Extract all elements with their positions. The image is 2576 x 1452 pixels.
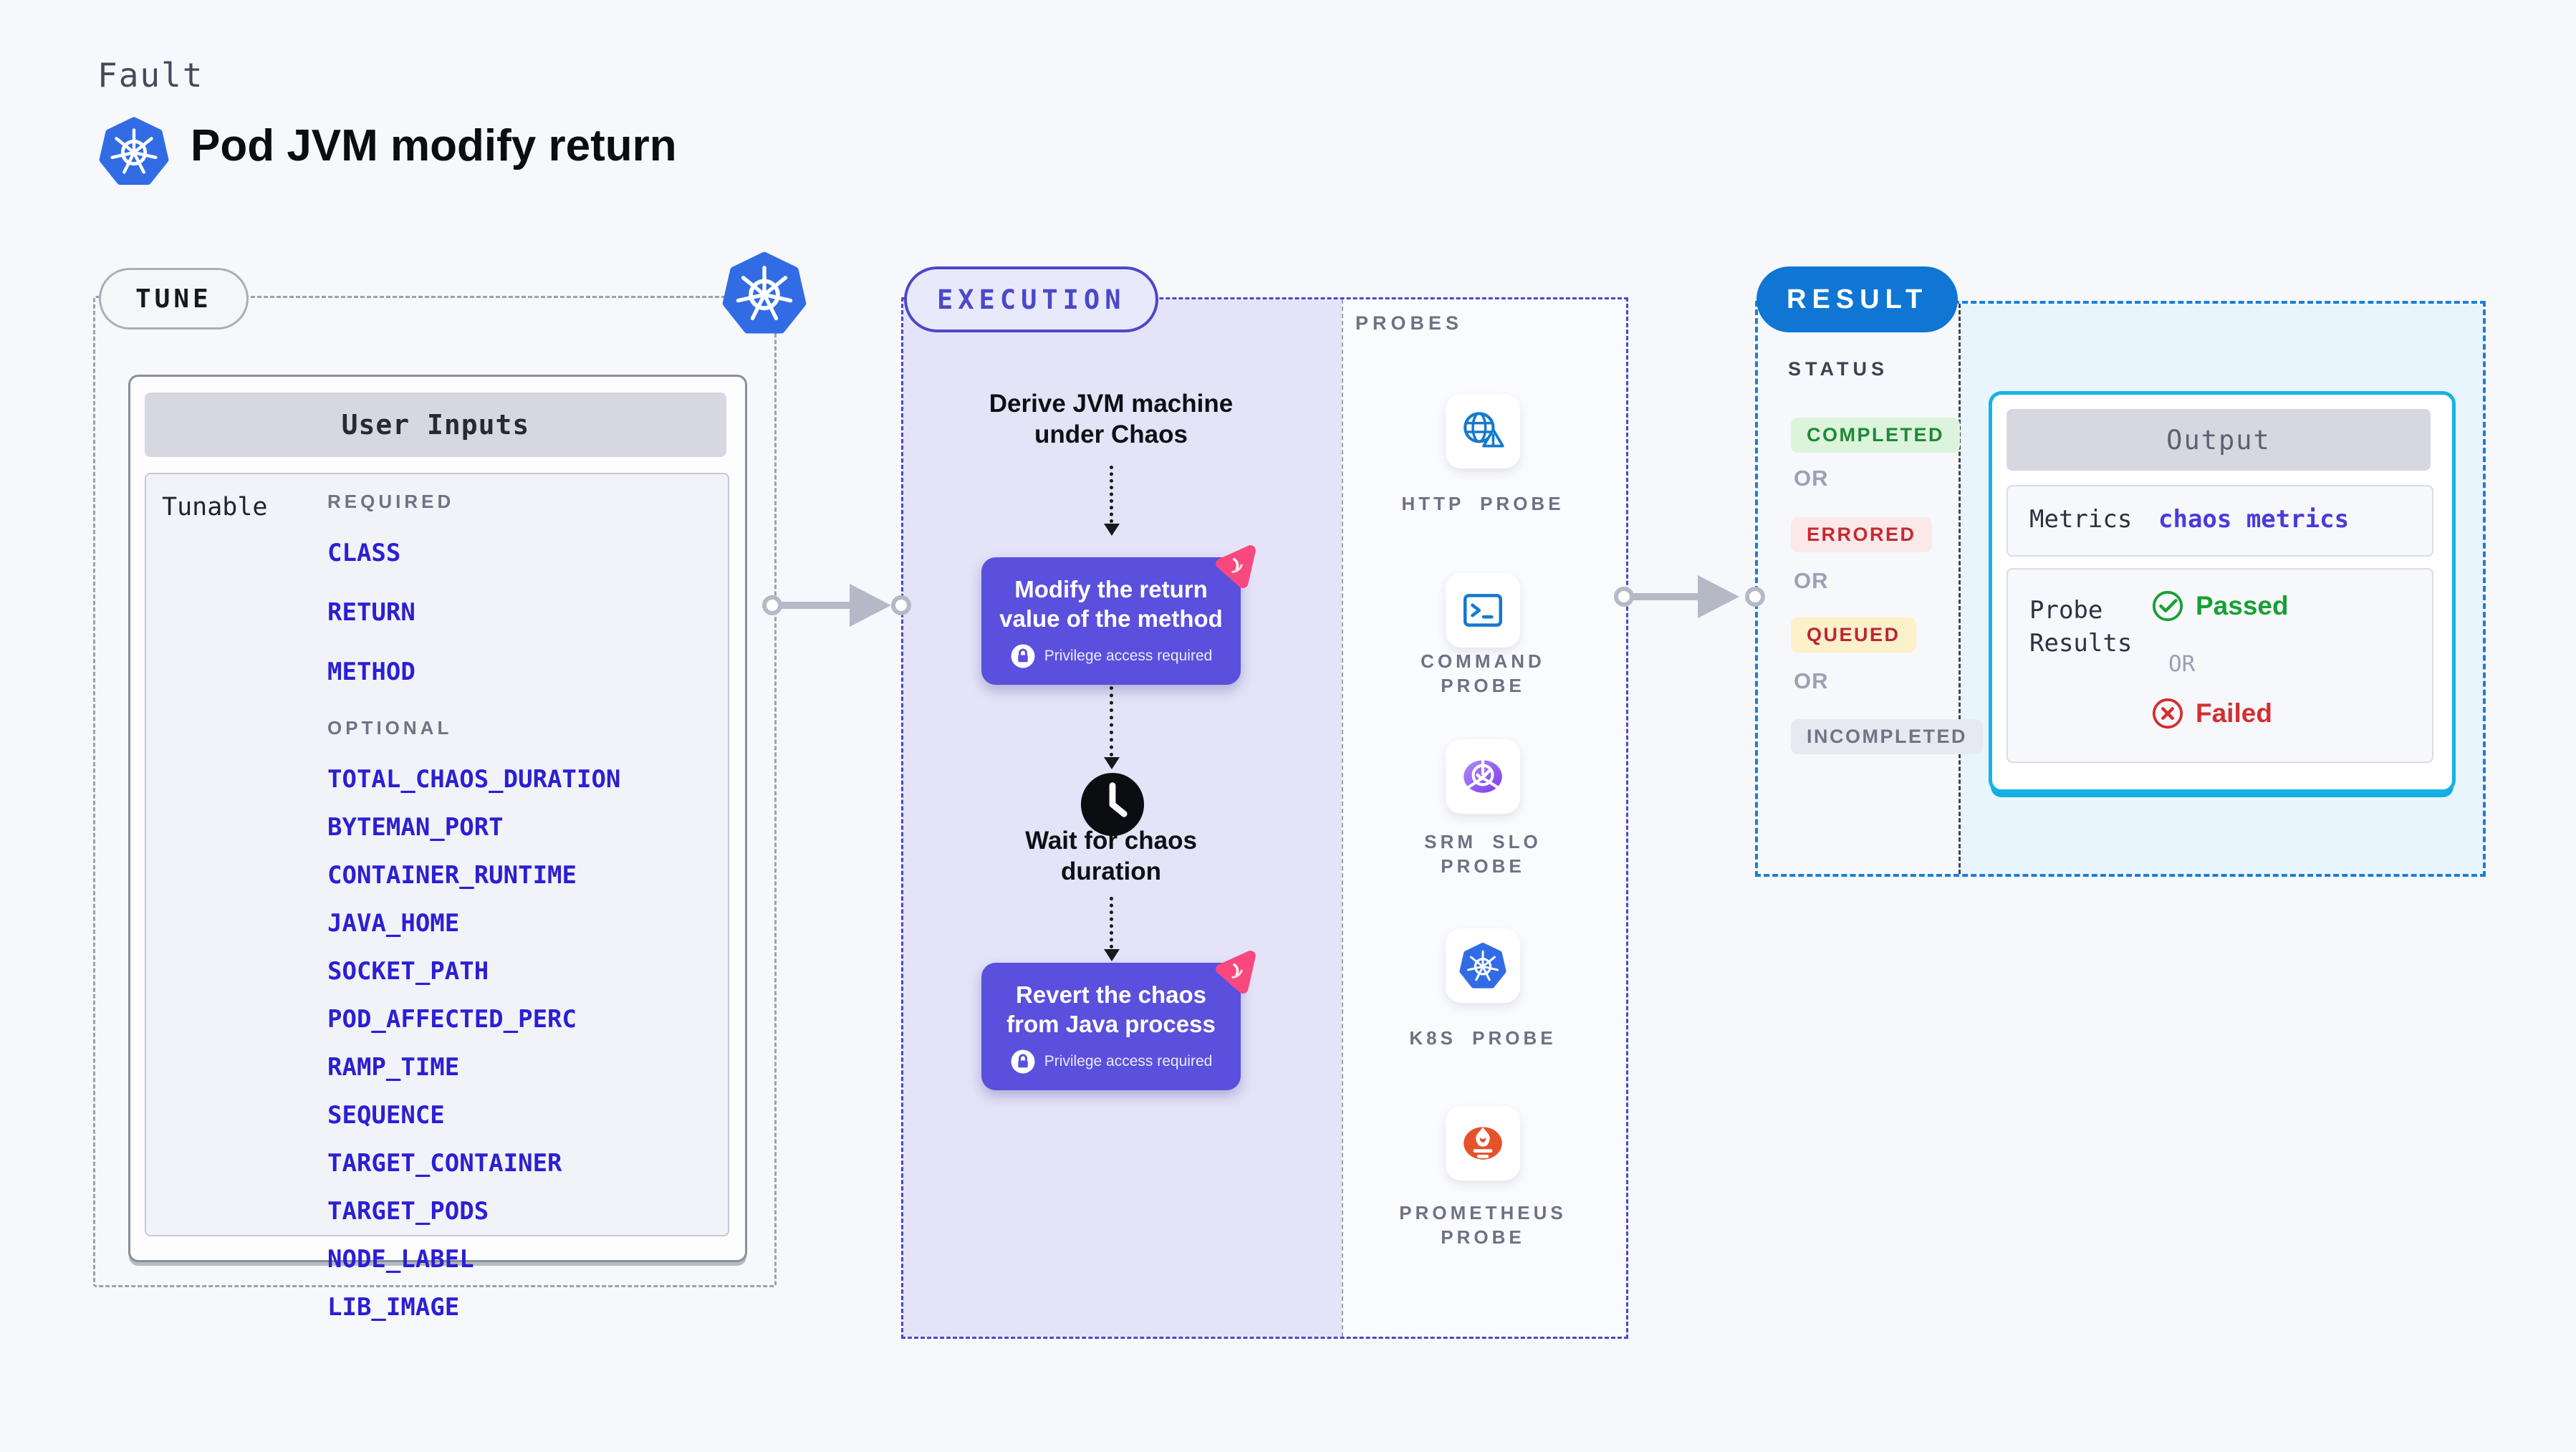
execution-pill: EXECUTION	[904, 266, 1159, 332]
k8s-probe-card[interactable]	[1446, 928, 1520, 1003]
connector-dot	[762, 595, 782, 615]
status-column-label: STATUS	[1788, 358, 1888, 380]
flow-down-arrow	[1104, 466, 1120, 536]
tunable-field: REQUIRED	[327, 491, 455, 512]
chaos-corner-icon	[1212, 542, 1259, 589]
metrics-label: Metrics	[2029, 505, 2133, 534]
execution-to-result-arrow	[1630, 593, 1699, 600]
tunable-field[interactable]: POD_AFFECTED_PERC	[327, 1005, 577, 1034]
http-probe-icon	[1459, 408, 1506, 455]
x-circle-icon	[2151, 697, 2184, 730]
page-title: Pod JVM modify return	[191, 121, 677, 170]
wait-duration-step: Wait for chaos duration	[1025, 827, 1197, 885]
failed-label: Failed	[2196, 698, 2272, 728]
tunable-field[interactable]: TARGET_PODS	[327, 1197, 489, 1226]
tunable-field[interactable]: SEQUENCE	[327, 1101, 445, 1130]
probe-results-label: Probe Results	[2029, 596, 2133, 658]
command-probe-label: COMMAND PROBE	[1421, 650, 1545, 696]
or-separator: OR	[1794, 668, 1829, 693]
tunable-field[interactable]: JAVA_HOME	[327, 909, 460, 938]
command-probe-card[interactable]	[1446, 573, 1520, 648]
or-separator: OR	[2168, 651, 2196, 677]
or-separator: OR	[1794, 568, 1829, 593]
user-inputs-title: User Inputs	[145, 393, 726, 457]
tunable-field: OPTIONAL	[327, 717, 453, 739]
metrics-value: chaos metrics	[2158, 505, 2350, 534]
srm-slo-probe-label: SRM SLO PROBE	[1424, 831, 1542, 877]
status-badge-errored: ERRORED	[1791, 517, 1932, 552]
http-probe-card[interactable]	[1446, 394, 1520, 468]
result-divider	[1959, 304, 1961, 874]
tune-section-box	[93, 296, 777, 1287]
tune-pill: TUNE	[99, 268, 249, 330]
kubernetes-icon	[99, 115, 169, 188]
status-badge-incompleted: INCOMPLETED	[1791, 719, 1984, 754]
check-circle-icon	[2151, 590, 2184, 622]
privilege-text: Privilege access required	[1044, 648, 1213, 664]
command-probe-icon	[1459, 587, 1506, 634]
prometheus-probe-label: PROMETHEUS PROBE	[1399, 1202, 1567, 1248]
connector-dot	[1745, 587, 1765, 607]
user-inputs-card: User Inputs Tunable REQUIRED CLASS RETUR…	[128, 375, 747, 1322]
tunable-field[interactable]: SOCKET_PATH	[327, 957, 489, 986]
modify-return-label: Modify the return value of the method	[999, 576, 1223, 632]
tunable-field[interactable]: TOTAL_CHAOS_DURATION	[327, 765, 621, 794]
user-inputs-panel: Tunable REQUIRED CLASS RETURN METHOD OPT…	[145, 473, 729, 1322]
failed-verdict: Failed	[2151, 697, 2272, 730]
flow-down-arrow	[1104, 897, 1120, 961]
privilege-badge: Privilege access required	[993, 1049, 1229, 1074]
tunable-field[interactable]: CONTAINER_RUNTIME	[327, 861, 577, 890]
result-pill: RESULT	[1756, 266, 1959, 332]
tunable-field[interactable]: RETURN	[327, 598, 415, 627]
fault-kicker: Fault	[97, 56, 204, 95]
revert-chaos-button[interactable]: Revert the chaos from Java process Privi…	[981, 963, 1241, 1090]
lock-icon	[1010, 643, 1036, 669]
tunable-field[interactable]: NODE_LABEL	[327, 1245, 474, 1274]
tunable-label: Tunable	[162, 493, 268, 521]
tunable-fields-list: REQUIRED CLASS RETURN METHOD OPTIONAL TO…	[327, 491, 620, 1341]
metrics-row: Metrics chaos metrics	[2007, 485, 2433, 557]
http-probe-label: HTTP PROBE	[1401, 493, 1565, 514]
tunable-field[interactable]: METHOD	[327, 658, 415, 686]
privilege-badge: Privilege access required	[993, 643, 1229, 669]
tunable-field[interactable]: TARGET_CONTAINER	[327, 1149, 562, 1178]
kubernetes-icon	[722, 249, 807, 337]
derive-jvm-step: Derive JVM machine under Chaos	[989, 390, 1234, 448]
output-title: Output	[2007, 409, 2431, 471]
passed-label: Passed	[2196, 591, 2289, 620]
output-card: Output Metrics chaos metrics Probe Resul…	[1989, 391, 2456, 793]
tune-to-execution-arrow	[778, 602, 851, 609]
arrow-right-icon	[1698, 575, 1739, 618]
k8s-probe-label: K8S PROBE	[1409, 1027, 1557, 1049]
modify-return-button[interactable]: Modify the return value of the method Pr…	[981, 557, 1241, 685]
lock-icon	[1010, 1049, 1036, 1074]
revert-chaos-label: Revert the chaos from Java process	[1006, 981, 1216, 1037]
status-badge-completed: COMPLETED	[1791, 418, 1961, 453]
srm-slo-probe-card[interactable]	[1446, 739, 1520, 814]
passed-verdict: Passed	[2151, 590, 2289, 622]
or-separator: OR	[1794, 466, 1829, 491]
chaos-corner-icon	[1212, 947, 1259, 994]
privilege-text: Privilege access required	[1044, 1053, 1213, 1069]
probe-results-row: Probe Results Passed OR Failed	[2007, 568, 2433, 763]
arrow-right-icon	[850, 584, 891, 627]
connector-dot	[891, 595, 911, 615]
flow-down-arrow	[1104, 686, 1120, 769]
tunable-field[interactable]: CLASS	[327, 539, 401, 567]
tunable-field[interactable]: LIB_IMAGE	[327, 1293, 460, 1322]
kubernetes-icon	[1459, 942, 1506, 989]
connector-dot	[1614, 587, 1634, 607]
tunable-field[interactable]: BYTEMAN_PORT	[327, 813, 504, 842]
tunable-field[interactable]: RAMP_TIME	[327, 1053, 460, 1082]
probes-column-label: PROBES	[1355, 312, 1464, 334]
prometheus-icon	[1459, 1120, 1506, 1167]
status-badge-queued: QUEUED	[1791, 617, 1916, 653]
prometheus-probe-card[interactable]	[1446, 1106, 1520, 1181]
srm-slo-probe-icon	[1459, 753, 1506, 800]
